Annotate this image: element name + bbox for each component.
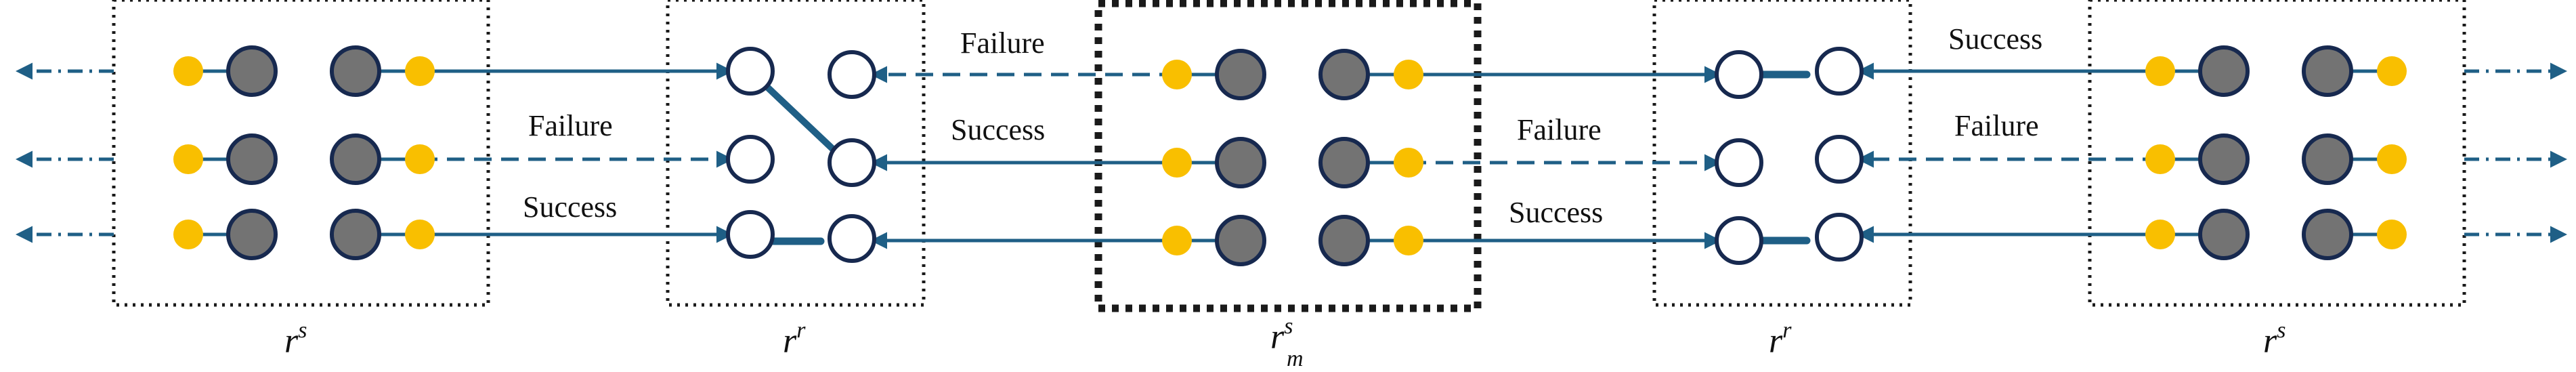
edge-label-success: Success xyxy=(951,113,1045,146)
module-caption-left-router: rr xyxy=(783,318,806,360)
caption-base: r xyxy=(1769,322,1783,360)
left-router-nodes xyxy=(726,47,876,263)
yellow-node xyxy=(2145,144,2175,174)
module-caption-middle-source: rs xyxy=(1270,314,1293,356)
gray-node xyxy=(226,133,278,185)
module-caption-right-router: rr xyxy=(1769,318,1792,360)
caption-base: r xyxy=(2263,322,2277,360)
router-port-in xyxy=(1715,50,1763,99)
gray-node xyxy=(1318,215,1370,266)
caption-superscript: s xyxy=(1284,314,1293,339)
yellow-node xyxy=(1394,226,1423,255)
yellow-node xyxy=(1394,148,1423,178)
caption-superscript: r xyxy=(1782,318,1792,343)
yellow-node xyxy=(173,220,203,249)
module-caption-right-source: rs xyxy=(2263,318,2285,360)
gray-node xyxy=(330,45,381,97)
gray-node xyxy=(1215,137,1266,188)
yellow-node xyxy=(1162,60,1192,89)
node-row xyxy=(173,133,435,185)
router-port-out xyxy=(828,214,876,263)
yellow-node xyxy=(405,56,435,86)
edge-label-failure: Failure xyxy=(960,26,1045,60)
right-router-nodes xyxy=(1715,47,1864,265)
router-port-out xyxy=(1815,47,1864,96)
yellow-node xyxy=(405,220,435,249)
yellow-node xyxy=(2145,56,2175,86)
router-port-in xyxy=(726,135,775,184)
router-port-out xyxy=(1815,135,1864,184)
edge-label-success: Success xyxy=(1509,196,1603,229)
edge-label-failure: Failure xyxy=(528,109,613,142)
left-source-to-router-edges xyxy=(420,62,733,243)
caption-superscript: r xyxy=(796,318,806,343)
edge-label-success: Success xyxy=(1948,22,2042,56)
gray-node xyxy=(2302,209,2353,260)
router-port-out xyxy=(1815,213,1864,262)
yellow-node xyxy=(2377,56,2407,86)
yellow-node xyxy=(1162,226,1192,255)
right-router-connections xyxy=(1755,70,1811,245)
node-row xyxy=(173,45,435,97)
module-caption-left-source: rs xyxy=(284,318,307,360)
caption-base: r xyxy=(783,322,797,360)
gray-node xyxy=(330,133,381,185)
yellow-node xyxy=(1162,148,1192,178)
middle-to-left-router-edges xyxy=(870,66,1177,249)
yellow-node xyxy=(1394,60,1423,89)
right-outer-arrows xyxy=(2464,62,2567,243)
yellow-node xyxy=(2377,220,2407,249)
node-row xyxy=(1162,49,1423,100)
router-port-out xyxy=(828,50,876,99)
gray-node xyxy=(226,45,278,97)
left-router-box xyxy=(666,0,926,307)
yellow-node xyxy=(405,144,435,174)
yellow-node xyxy=(2377,144,2407,174)
edge-label-success: Success xyxy=(523,190,617,224)
yellow-node xyxy=(2145,220,2175,249)
gray-node xyxy=(1318,137,1370,188)
right-router-box xyxy=(1652,0,1912,307)
gray-node xyxy=(1215,49,1266,100)
left-router-connections xyxy=(758,78,838,245)
middle-source-box xyxy=(1094,0,1482,312)
caption-superscript: s xyxy=(298,318,307,343)
router-port-in xyxy=(726,210,775,259)
gray-node xyxy=(1318,49,1370,100)
edge-label-failure: Failure xyxy=(1517,113,1602,146)
edge-label-failure: Failure xyxy=(1954,109,2039,142)
left-source-nodes xyxy=(173,45,435,260)
gray-node xyxy=(2302,45,2353,97)
middle-to-right-router-edges xyxy=(1409,66,1721,249)
middle-source-nodes xyxy=(1162,49,1423,266)
router-port-in xyxy=(726,47,775,96)
yellow-node xyxy=(173,144,203,174)
node-row xyxy=(2145,45,2407,97)
caption-base: r xyxy=(284,322,299,360)
node-row xyxy=(2145,209,2407,260)
router-port-in xyxy=(1715,216,1763,265)
left-outer-arrows xyxy=(16,62,114,243)
node-row xyxy=(1162,215,1423,266)
node-row xyxy=(1162,137,1423,188)
gray-node xyxy=(2198,133,2250,185)
gray-node xyxy=(2302,133,2353,185)
gray-node xyxy=(2198,209,2250,260)
gray-node xyxy=(1215,215,1266,266)
gray-node xyxy=(226,209,278,260)
caption-base: r xyxy=(1270,318,1285,356)
node-row xyxy=(173,209,435,260)
caption-superscript: s xyxy=(2277,318,2285,343)
router-port-in xyxy=(1715,138,1763,187)
router-port-out xyxy=(828,138,876,187)
right-source-to-router-edges xyxy=(1857,62,2160,243)
gray-node xyxy=(2198,45,2250,97)
caption-subscript: m xyxy=(1287,346,1304,371)
right-source-nodes xyxy=(2145,45,2407,260)
gray-node xyxy=(330,209,381,260)
yellow-node xyxy=(173,56,203,86)
node-row xyxy=(2145,133,2407,185)
right-source-box xyxy=(2088,0,2466,307)
